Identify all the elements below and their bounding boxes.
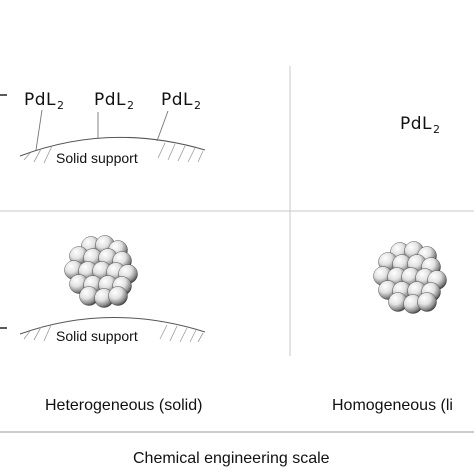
nanoparticle-supported [64, 235, 138, 308]
column-label-heterogeneous: Heterogeneous (solid) [45, 397, 203, 414]
ligand-tethers [35, 109, 169, 151]
nanoparticle-atom [108, 286, 128, 306]
ligand-label-1: PdL2 [24, 90, 65, 112]
solid-support-surface-bottom [19, 317, 206, 343]
solid-support-label-top: Solid support [56, 150, 138, 166]
nanoparticle-free [373, 241, 447, 314]
x-axis-title: Chemical engineering scale [133, 450, 330, 467]
ligand-label-2: PdL2 [94, 90, 135, 112]
solid-support-label-bottom: Solid support [56, 328, 138, 344]
nanoparticle-atom [417, 292, 437, 312]
column-label-homogeneous: Homogeneous (li [332, 397, 453, 414]
ligand-label-homogeneous: PdL2 [400, 114, 441, 136]
solid-support-surface-top [19, 136, 206, 164]
ligand-label-3: PdL2 [161, 90, 202, 112]
